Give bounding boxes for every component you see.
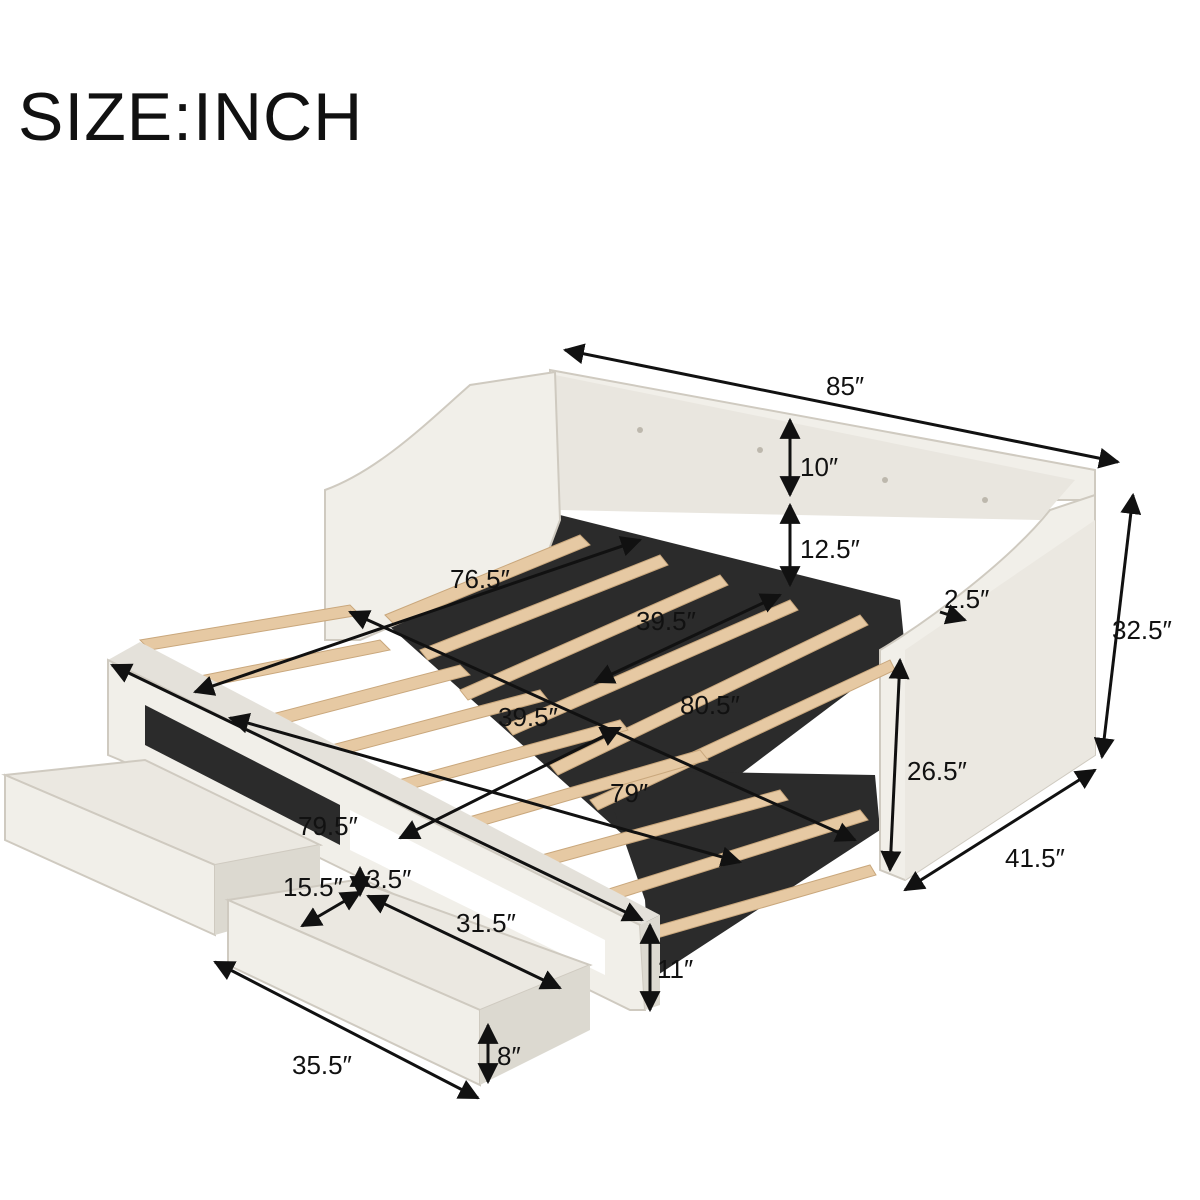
dimension-lines xyxy=(110,343,1142,1100)
dim-drawer-inner-height: 3.5″ xyxy=(366,864,412,894)
dim-overall-depth: 41.5″ xyxy=(1005,843,1065,873)
dim-arm-thickness: 2.5″ xyxy=(944,584,990,614)
dim-slat-width-trundle: 39.5″ xyxy=(498,702,558,732)
dim-backrest-height: 10″ xyxy=(800,452,839,482)
dim-slat-width-top: 39.5″ xyxy=(636,606,696,636)
dim-trundle-height: 11″ xyxy=(657,954,694,984)
size-unit-title: SIZE:INCH xyxy=(18,79,364,155)
dim-overall-height: 32.5″ xyxy=(1112,615,1172,645)
dim-drawer-inner-length: 31.5″ xyxy=(456,908,516,938)
dim-overall-length: 85″ xyxy=(826,371,865,401)
dim-arm-height: 26.5″ xyxy=(907,756,967,786)
dim-drawer-inner-width: 15.5″ xyxy=(283,872,343,902)
right-arm xyxy=(879,493,1096,882)
dim-drawer-length: 35.5″ xyxy=(292,1050,352,1080)
dim-trundle-length: 79″ xyxy=(610,778,649,808)
backrest xyxy=(548,368,1096,520)
dim-drawer-height: 8″ xyxy=(497,1041,521,1071)
dim-trundle-front-length: 79.5″ xyxy=(298,811,358,841)
dim-slat-length-top: 76.5″ xyxy=(450,564,510,594)
dim-frame-length: 80.5″ xyxy=(680,690,740,720)
dim-seat-to-backrest: 12.5″ xyxy=(800,534,860,564)
